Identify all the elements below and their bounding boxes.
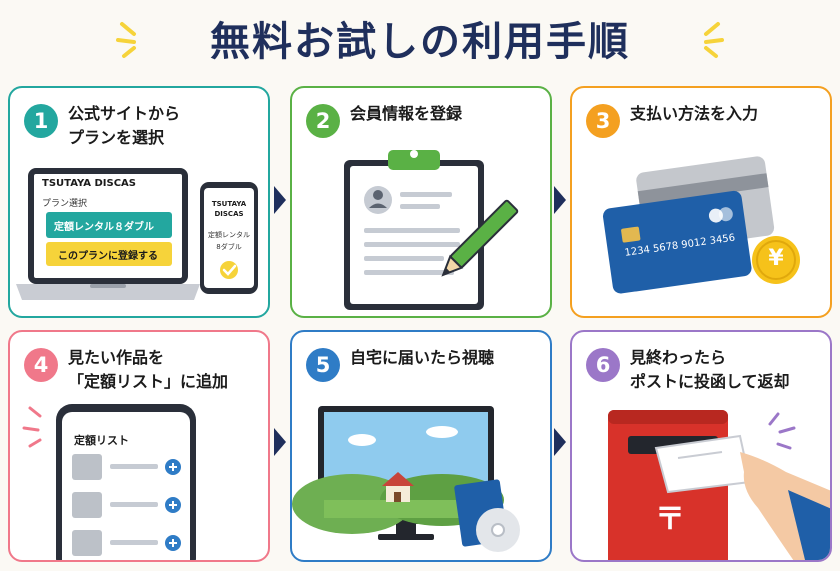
step-1-title: 公式サイトから プランを選択	[68, 102, 264, 150]
credit-card-illustration	[602, 156, 800, 294]
step-2-number: 2	[306, 104, 340, 138]
step-6-title-line-2: ポストに投函して返却	[630, 372, 790, 391]
postbox-illustration	[608, 410, 830, 560]
yen-coin-icon: ¥	[768, 246, 784, 271]
step-4-card: 4 見たい作品を 「定額リスト」に追加 定額リスト	[8, 330, 270, 562]
step-1-title-line-2: プランを選択	[68, 128, 165, 147]
step-3-title: 支払い方法を入力	[630, 102, 826, 126]
register-plan-button[interactable]: このプランに登録する	[58, 251, 158, 262]
step-4-title-line-2: 「定額リスト」に追加	[68, 372, 229, 391]
laptop-and-phone-illustration	[16, 168, 258, 300]
step-2-card: 2 会員情報を登録	[290, 86, 552, 318]
page-title: 無料お試しの利用手順	[210, 19, 630, 65]
phone-list-title: 定額リスト	[74, 434, 129, 447]
page-title-area: 無料お試しの利用手順	[0, 12, 840, 72]
left-sparkle-icon	[116, 22, 136, 58]
right-sparkle-icon	[704, 22, 724, 58]
step-2-title-line-1: 会員情報を登録	[350, 104, 463, 123]
arrow-step-5-to-6-icon	[554, 428, 566, 456]
arrow-step-2-to-3-icon	[554, 186, 566, 214]
step-1-number: 1	[24, 104, 58, 138]
phone-brand-line-1: TSUTAYA	[211, 200, 247, 208]
step-6-title-line-1: 見終わったら	[630, 348, 727, 367]
tv-and-dvd-illustration	[292, 406, 520, 552]
step-4-number: 4	[24, 348, 58, 382]
step-1-title-line-1: 公式サイトから	[68, 104, 181, 123]
arrow-step-1-to-2-icon	[274, 186, 286, 214]
step-3-number: 3	[586, 104, 620, 138]
laptop-brand-label: TSUTAYA DISCAS	[42, 178, 136, 189]
clipboard-form-illustration	[344, 150, 519, 310]
step-5-card: 5 自宅に届いたら視聴	[290, 330, 552, 562]
step-6-title: 見終わったら ポストに投函して返却	[630, 346, 826, 394]
laptop-section-label: プラン選択	[42, 199, 88, 209]
postal-mark-icon: 〒	[655, 502, 685, 537]
step-2-title: 会員情報を登録	[350, 102, 546, 126]
phone-list-illustration	[22, 404, 196, 560]
phone-plan-line-1: 定額レンタル	[208, 231, 250, 239]
step-3-title-line-1: 支払い方法を入力	[630, 104, 759, 123]
step-3-card: 3 支払い方法を入力 1234 5678 9012 3456 ¥	[570, 86, 832, 318]
step-5-title-line-1: 自宅に届いたら視聴	[350, 348, 495, 367]
step-4-title-line-1: 見たい作品を	[68, 348, 165, 367]
plan-option-label: 定額レンタル８ダブル	[54, 222, 154, 233]
step-5-number: 5	[306, 348, 340, 382]
step-1-card: 1 公式サイトから プランを選択 TSUTAYA DISCAS プラン選択 定額…	[8, 86, 270, 318]
step-6-number: 6	[586, 348, 620, 382]
step-4-title: 見たい作品を 「定額リスト」に追加	[68, 346, 264, 394]
arrow-step-4-to-5-icon	[274, 428, 286, 456]
phone-brand-line-2: DISCAS	[214, 210, 244, 218]
step-5-title: 自宅に届いたら視聴	[350, 346, 546, 370]
step-6-card: 6 見終わったら ポストに投函して返却 〒	[570, 330, 832, 562]
phone-plan-line-2: 8ダブル	[216, 243, 242, 251]
